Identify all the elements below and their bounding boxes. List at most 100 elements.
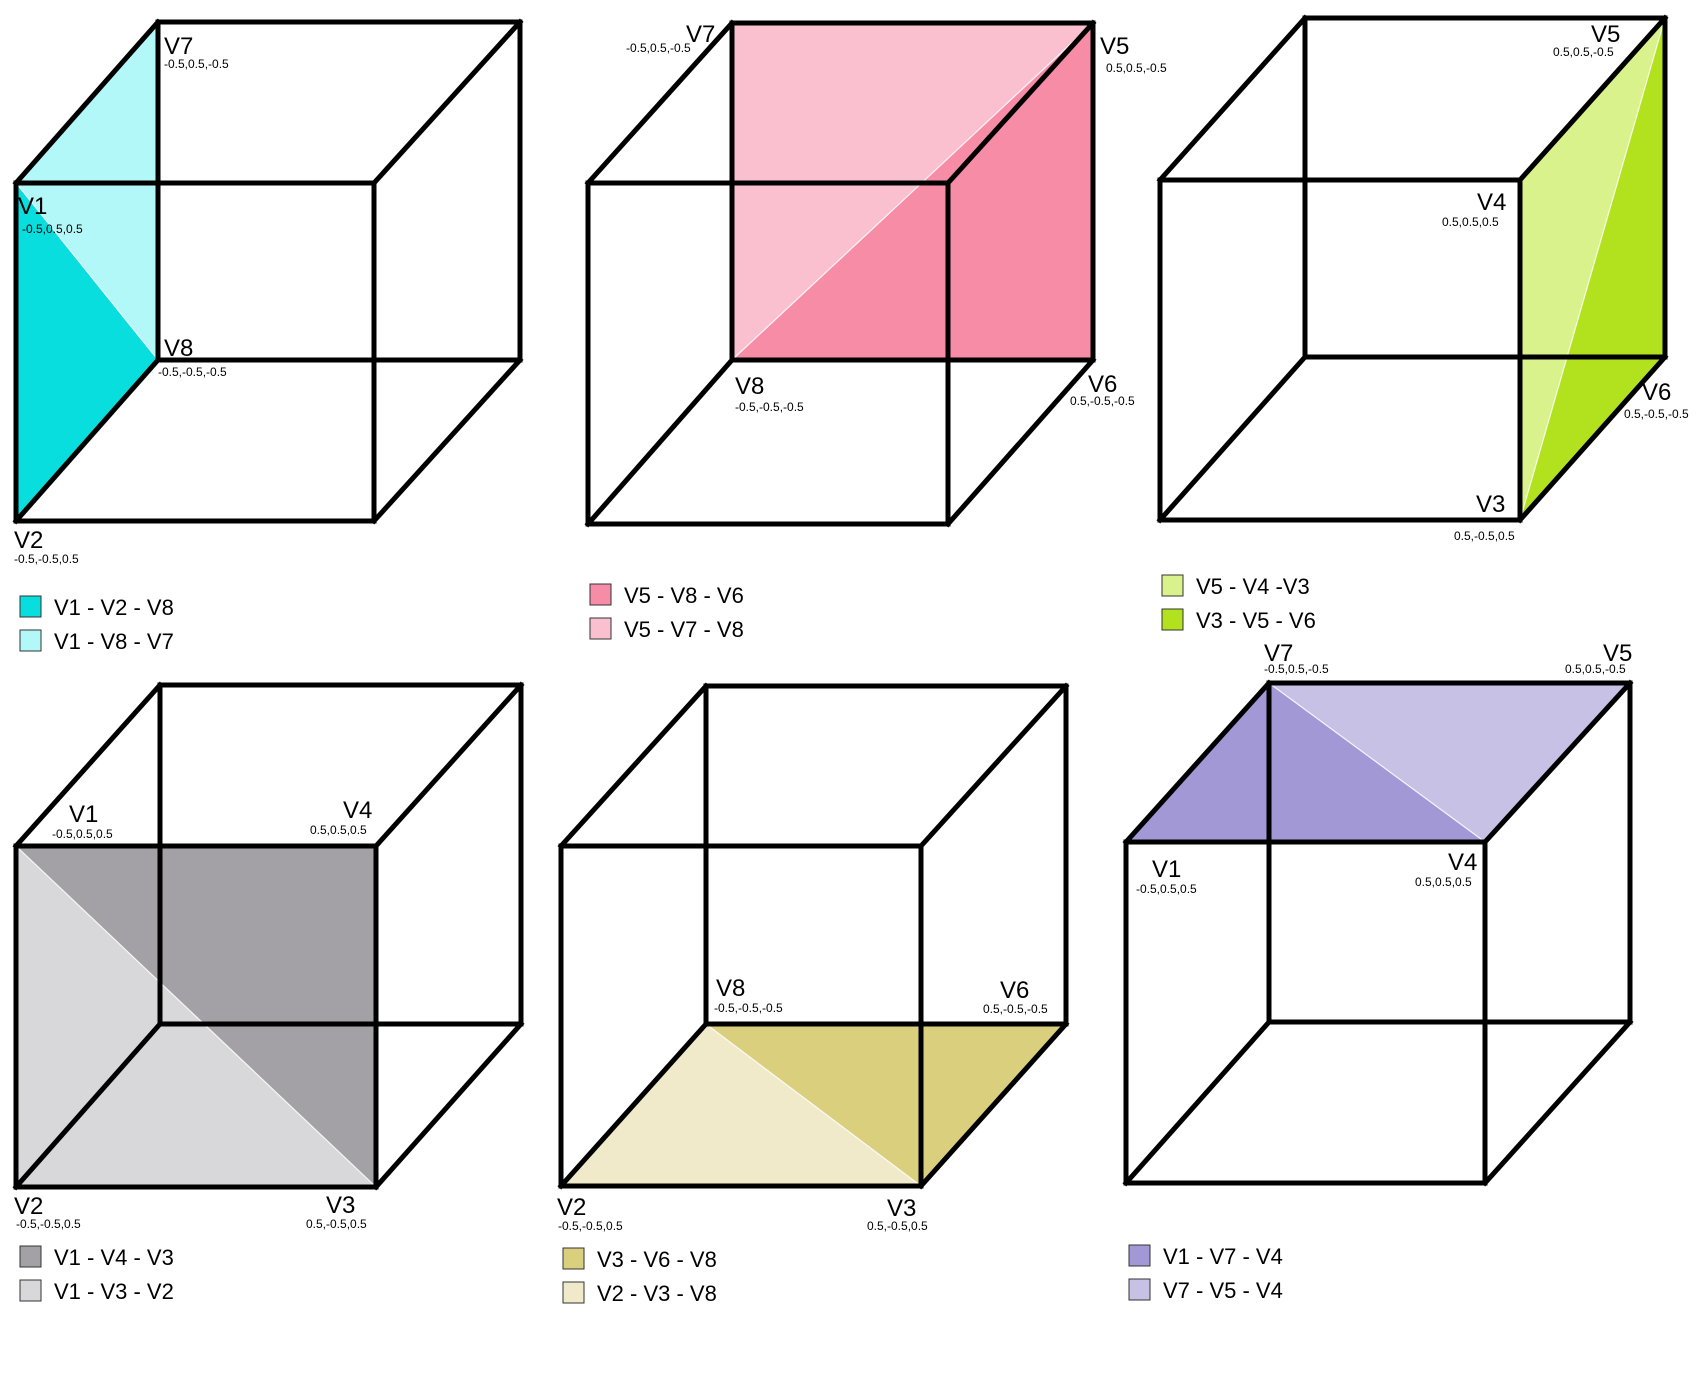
legend-label: V3 - V6 - V8 <box>597 1247 717 1272</box>
vertex-label: V5 <box>1603 640 1632 667</box>
cube-edge <box>584 19 736 187</box>
vertex-coordinates: -0.5,-0.5,0.5 <box>558 1219 623 1233</box>
vertex-coordinates: 0.5,0.5,-0.5 <box>1106 61 1167 75</box>
legend-swatch <box>1161 574 1184 597</box>
cube-edge <box>1156 353 1309 524</box>
triangle-face <box>706 1024 1066 1186</box>
face-diagonal <box>15 845 377 1188</box>
cube-panel: V7-0.5,0.5,-0.5 V50.5,0.5,-0.5V8-0.5,-0.5… <box>584 19 1167 642</box>
triangle-face <box>16 183 158 521</box>
cube-edge <box>370 18 524 187</box>
cube-panel: V7-0.5,0.5,-0.5V50.5,0.5,-0.5V1-0.5,0.5,… <box>1122 640 1634 1303</box>
vertex-coordinates: 0.5,0.5,0.5 <box>1442 215 1499 229</box>
vertex-label: V2 <box>557 1194 586 1221</box>
vertex-label: V5 <box>1100 33 1129 60</box>
vertex-label: V1 <box>69 801 98 828</box>
vertex-coordinates: 0.5,0.5,-0.5 <box>1565 662 1626 676</box>
cube-edge <box>944 19 1097 187</box>
vertex-label: V5 <box>1591 21 1620 48</box>
triangle-face <box>561 1024 921 1186</box>
vertex-coordinates: -0.5,-0.5,0.5 <box>14 552 79 566</box>
legend-label: V7 - V5 - V4 <box>1163 1278 1283 1303</box>
face-diagonal <box>1268 682 1486 843</box>
legend-swatch <box>19 629 42 652</box>
cube-edge <box>372 681 525 850</box>
legend-swatch <box>1128 1244 1151 1267</box>
legend-label: V5 - V8 - V6 <box>624 583 744 608</box>
vertex-coordinates: 0.5,0.5,-0.5 <box>1553 45 1614 59</box>
face-diagonal <box>1519 17 1666 521</box>
vertex-label: V7 <box>686 21 715 48</box>
cube-edge <box>12 681 164 850</box>
cube-panel: V8-0.5,-0.5,-0.5V60.5,-0.5,-0.5V2-0.5,-0… <box>557 682 1070 1306</box>
cube-edge <box>12 18 162 187</box>
triangle-face <box>1269 683 1630 842</box>
vertex-label: V6 <box>1642 379 1671 406</box>
cube-edge <box>372 1020 525 1191</box>
cube-edge <box>1122 1018 1273 1187</box>
legend-label: V2 - V3 - V8 <box>597 1281 717 1306</box>
vertex-coordinates: -0.5,0.5,-0.5 <box>164 57 229 71</box>
cube-edge <box>1481 679 1634 846</box>
vertex-coordinates: 0.5,0.5,0.5 <box>1415 875 1472 889</box>
cube-edge <box>944 356 1097 528</box>
vertex-coordinates: 0.5,0.5,0.5 <box>310 823 367 837</box>
legend-swatch <box>562 1281 585 1304</box>
legend-label: V1 - V4 - V3 <box>54 1245 174 1270</box>
vertex-label: V6 <box>1088 371 1117 398</box>
cube-edge <box>557 1020 710 1190</box>
cube-panels: V7-0.5,0.5,-0.5V1-0.5,0.5,0.5V8-0.5,-0.5… <box>12 14 1689 1306</box>
legend-label: V1 - V3 - V2 <box>54 1279 174 1304</box>
vertex-coordinates: -0.5,0.5,0.5 <box>52 827 113 841</box>
vertex-coordinates: -0.5,-0.5,0.5 <box>16 1217 81 1231</box>
legend-swatch <box>589 617 612 640</box>
vertex-label: V4 <box>343 797 372 824</box>
vertex-coordinates: -0.5,0.5,-0.5 <box>626 41 691 55</box>
legend-label: V1 - V2 - V8 <box>54 595 174 620</box>
vertex-coordinates: -0.5,0.5,0.5 <box>22 222 83 236</box>
legend-swatch <box>19 1245 42 1268</box>
vertex-coordinates: 0.5,-0.5,0.5 <box>306 1217 367 1231</box>
cube-panel: V7-0.5,0.5,-0.5V1-0.5,0.5,0.5V8-0.5,-0.5… <box>12 18 524 654</box>
vertex-label: V1 <box>1152 856 1181 883</box>
vertex-coordinates: 0.5,-0.5,0.5 <box>867 1219 928 1233</box>
vertex-label: V6 <box>1000 977 1029 1004</box>
face-diagonal <box>15 182 159 361</box>
vertex-coordinates: -0.5,-0.5,-0.5 <box>735 400 804 414</box>
vertex-label: V7 <box>164 33 193 60</box>
cube-edge <box>917 682 1070 850</box>
vertex-coordinates: 0.5,-0.5,0.5 <box>1454 529 1515 543</box>
vertex-coordinates: 0.5,-0.5,-0.5 <box>983 1002 1048 1016</box>
cube-edge <box>584 356 736 528</box>
cube-edge <box>1516 14 1669 184</box>
legend-swatch <box>19 1279 42 1302</box>
vertex-coordinates: -0.5,-0.5,-0.5 <box>714 1001 783 1015</box>
vertex-label: V2 <box>14 1193 43 1220</box>
vertex-label: V4 <box>1477 189 1506 216</box>
cube-edge <box>12 356 162 525</box>
legend-label: V5 - V7 - V8 <box>624 617 744 642</box>
vertex-label: V3 <box>326 1192 355 1219</box>
cube-edge <box>370 356 524 525</box>
cube-edge <box>917 1020 1070 1190</box>
vertex-label: V8 <box>735 373 764 400</box>
legend-swatch <box>562 1247 585 1270</box>
legend-swatch <box>589 583 612 606</box>
vertex-coordinates: 0.5,-0.5,-0.5 <box>1624 407 1689 421</box>
triangle-face <box>16 22 158 360</box>
vertex-coordinates: -0.5,-0.5,-0.5 <box>158 365 227 379</box>
face-diagonal <box>705 1023 922 1187</box>
vertex-coordinates: 0.5,-0.5,-0.5 <box>1070 394 1135 408</box>
vertex-label: V2 <box>14 527 43 554</box>
cube-edge <box>1156 14 1309 184</box>
legend-swatch <box>1128 1278 1151 1301</box>
vertex-coordinates: -0.5,0.5,-0.5 <box>1264 662 1329 676</box>
legend-label: V5 - V4 -V3 <box>1196 574 1310 599</box>
face-diagonal <box>731 22 1094 361</box>
cube-panel: V1-0.5,0.5,0.5 V40.5,0.5,0.5V2-0.5,-0.5,0… <box>12 681 525 1304</box>
legend-swatch <box>19 595 42 618</box>
vertex-label: V4 <box>1448 849 1477 876</box>
cube-edge <box>1481 1018 1634 1187</box>
cube-panel: V50.5,0.5,-0.5V40.5,0.5,0.5V60.5,-0.5,-0… <box>1156 14 1689 633</box>
